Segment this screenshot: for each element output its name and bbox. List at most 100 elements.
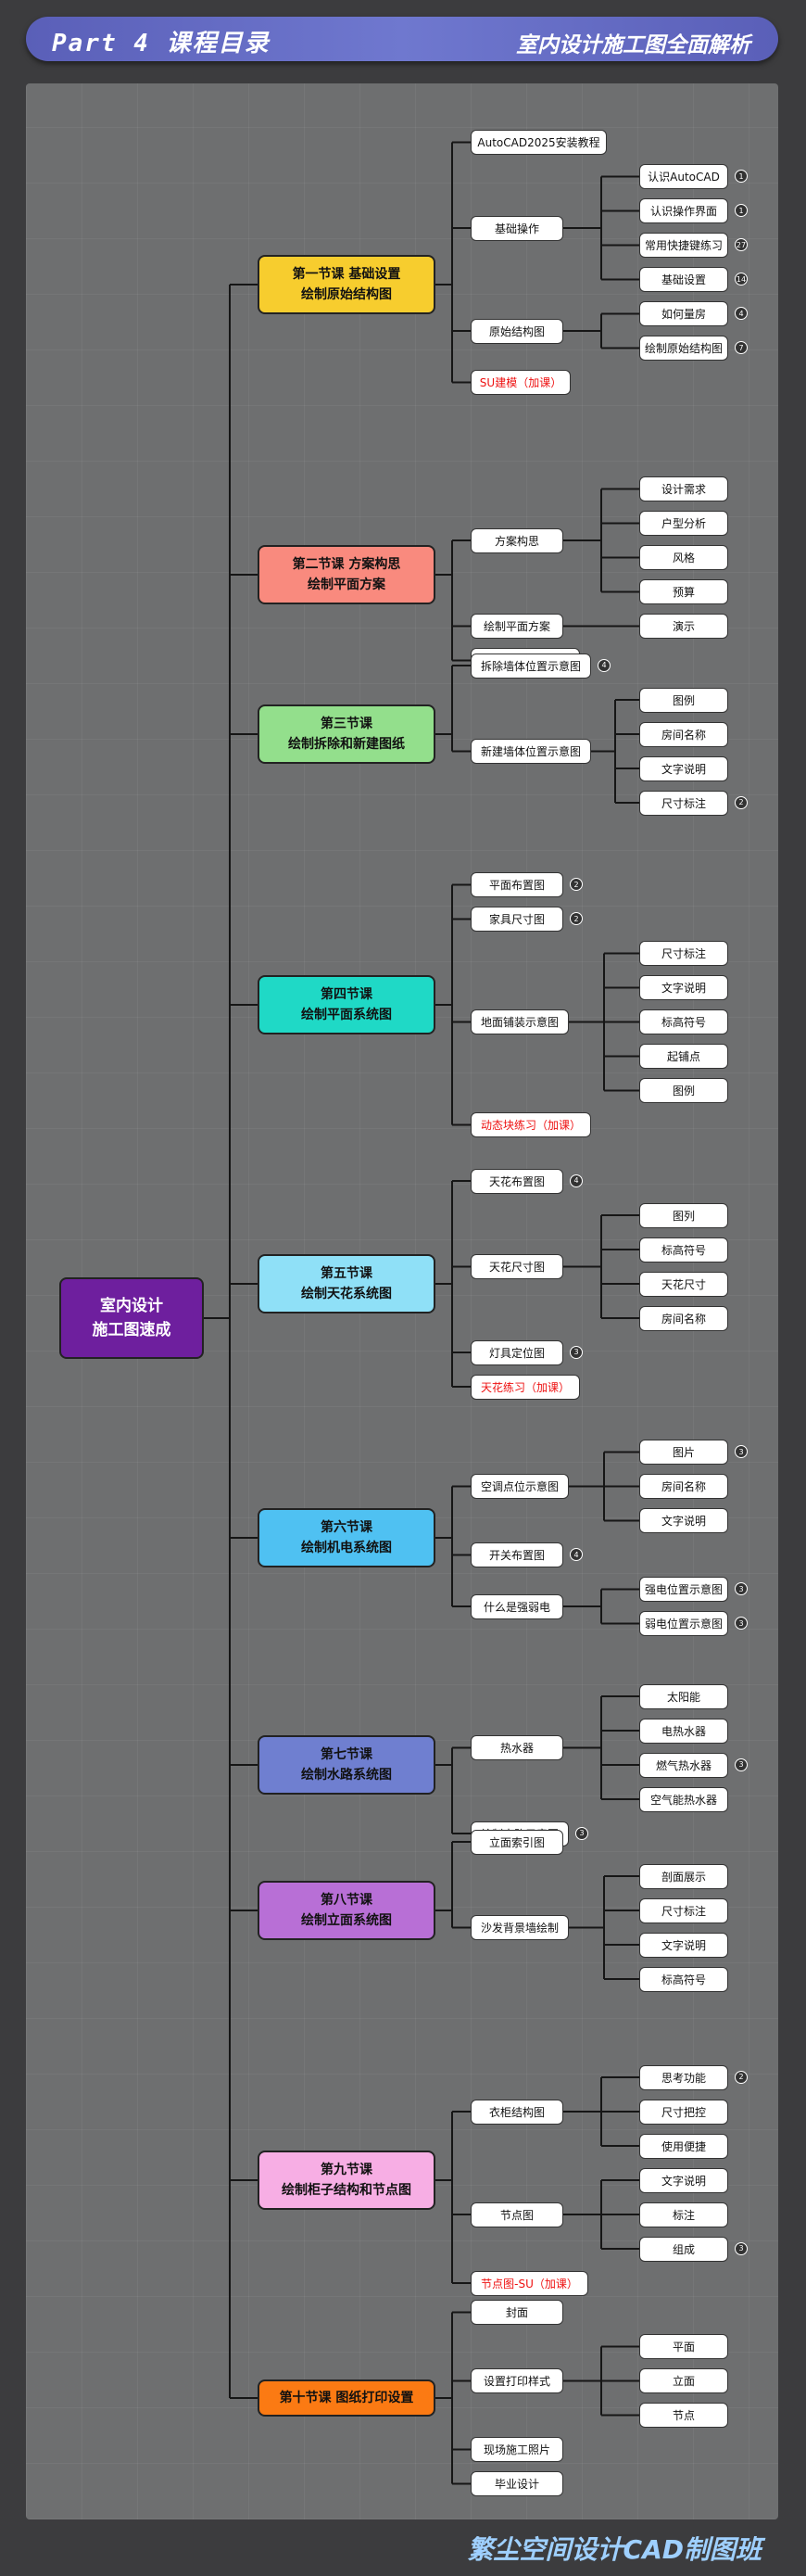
topic-item[interactable]: SU建模（加课）	[471, 370, 571, 395]
topic-item[interactable]: 什么是强弱电	[471, 1593, 563, 1619]
subtopic-item[interactable]: 标高符号	[639, 1009, 728, 1034]
topic-item[interactable]: 灯具定位图	[471, 1339, 563, 1365]
section-node-2[interactable]: 第二节课 方案构思 绘制平面方案	[258, 545, 435, 604]
subtopic-item[interactable]: 平面	[639, 2334, 728, 2359]
topic-item[interactable]: 地面铺装示意图	[471, 1009, 569, 1034]
subtopic-item[interactable]: 文字说明	[639, 1932, 728, 1958]
section-node-7[interactable]: 第七节课 绘制水路系统图	[258, 1735, 435, 1795]
subtopic-item[interactable]: 房间名称	[639, 1474, 728, 1499]
subtopic-item[interactable]: 房间名称	[639, 1305, 728, 1331]
subtopic-item[interactable]: 图片	[639, 1440, 728, 1465]
topic-item[interactable]: 空调点位示意图	[471, 1474, 569, 1499]
topic-item[interactable]: 封面	[471, 2300, 563, 2325]
lesson-count-badge: 27	[735, 238, 748, 251]
section-node-1[interactable]: 第一节课 基础设置 绘制原始结构图	[258, 255, 435, 314]
lesson-count-badge: 3	[735, 2241, 748, 2255]
subtopic-item[interactable]: 绘制原始结构图	[639, 336, 728, 361]
lesson-count-badge: 1	[735, 170, 748, 183]
subtopic-item[interactable]: 起铺点	[639, 1044, 728, 1069]
section-node-5[interactable]: 第五节课 绘制天花系统图	[258, 1254, 435, 1313]
subtopic-item[interactable]: 文字说明	[639, 975, 728, 1000]
root-node[interactable]: 室内设计 施工图速成	[59, 1277, 204, 1359]
subtopic-item[interactable]: 弱电位置示意图	[639, 1611, 728, 1636]
lesson-count-badge: 4	[570, 1548, 583, 1561]
topic-item[interactable]: 天花练习（加课）	[471, 1374, 580, 1400]
topic-item[interactable]: 家具尺寸图	[471, 907, 563, 932]
topic-item[interactable]: 设置打印样式	[471, 2368, 563, 2393]
subtopic-item[interactable]: 节点	[639, 2403, 728, 2428]
subtopic-item[interactable]: 尺寸标注	[639, 790, 728, 816]
subtopic-item[interactable]: 风格	[639, 545, 728, 570]
part-title: Part 4 课程目录	[52, 30, 271, 57]
lesson-count-badge: 3	[570, 1345, 583, 1359]
topic-item[interactable]: 动态块练习（加课）	[471, 1112, 591, 1137]
lesson-count-badge: 4	[598, 658, 611, 672]
subtopic-item[interactable]: 房间名称	[639, 721, 728, 747]
topic-item[interactable]: 毕业设计	[471, 2471, 563, 2496]
section-node-3[interactable]: 第三节课 绘制拆除和新建图纸	[258, 704, 435, 764]
subtopic-item[interactable]: 尺寸标注	[639, 1897, 728, 1923]
topic-item[interactable]: 节点图-SU（加课）	[471, 2270, 588, 2296]
subtopic-item[interactable]: 天花尺寸	[639, 1271, 728, 1297]
topic-item[interactable]: 绘制平面方案	[471, 614, 563, 639]
subtopic-item[interactable]: 标注	[639, 2202, 728, 2227]
subtopic-item[interactable]: 使用便捷	[639, 2133, 728, 2159]
subtopic-item[interactable]: 认识操作界面	[639, 198, 728, 223]
topic-item[interactable]: 现场施工照片	[471, 2437, 563, 2462]
lesson-count-badge: 7	[735, 341, 748, 354]
subtopic-item[interactable]: 强电位置示意图	[639, 1577, 728, 1602]
subtopic-item[interactable]: 常用快捷键练习	[639, 233, 728, 258]
lesson-count-badge: 4	[735, 307, 748, 320]
subtopic-item[interactable]: 设计需求	[639, 476, 728, 501]
subtopic-item[interactable]: 户型分析	[639, 511, 728, 536]
subtopic-item[interactable]: 图例	[639, 687, 728, 713]
lesson-count-badge: 2	[570, 878, 583, 891]
subtopic-item[interactable]: 电热水器	[639, 1718, 728, 1744]
footer-brand: 繁尘空间设计CAD制图班	[467, 2534, 762, 2565]
topic-item[interactable]: 新建墙体位置示意图	[471, 739, 591, 764]
subtopic-item[interactable]: 立面	[639, 2368, 728, 2393]
subtopic-item[interactable]: 文字说明	[639, 1508, 728, 1533]
subtopic-item[interactable]: 文字说明	[639, 755, 728, 781]
topic-item[interactable]: 方案构思	[471, 527, 563, 553]
lesson-count-badge: 3	[735, 1758, 748, 1771]
subtopic-item[interactable]: 组成	[639, 2236, 728, 2262]
subtopic-item[interactable]: 标高符号	[639, 1237, 728, 1263]
topic-item[interactable]: AutoCAD2025安装教程	[471, 130, 607, 155]
subtopic-item[interactable]: 空气能热水器	[639, 1786, 728, 1812]
subtopic-item[interactable]: 基础设置	[639, 267, 728, 292]
subtopic-item[interactable]: 标高符号	[639, 1966, 728, 1992]
subtopic-item[interactable]: 文字说明	[639, 2167, 728, 2193]
subtopic-item[interactable]: 演示	[639, 614, 728, 639]
topic-item[interactable]: 平面布置图	[471, 872, 563, 897]
subtopic-item[interactable]: 太阳能	[639, 1683, 728, 1709]
topic-item[interactable]: 开关布置图	[471, 1542, 563, 1567]
subtopic-item[interactable]: 预算	[639, 579, 728, 604]
topic-item[interactable]: 热水器	[471, 1735, 563, 1760]
subtopic-item[interactable]: 燃气热水器	[639, 1752, 728, 1778]
topic-item[interactable]: 拆除墙体位置示意图	[471, 653, 591, 679]
subtopic-item[interactable]: 剖面展示	[639, 1863, 728, 1889]
subtopic-item[interactable]: 图例	[639, 1078, 728, 1103]
section-node-4[interactable]: 第四节课 绘制平面系统图	[258, 975, 435, 1034]
topic-item[interactable]: 沙发背景墙绘制	[471, 1915, 569, 1940]
topic-item[interactable]: 天花布置图	[471, 1168, 563, 1194]
topic-item[interactable]: 天花尺寸图	[471, 1254, 563, 1279]
subtopic-item[interactable]: 尺寸把控	[639, 2099, 728, 2125]
section-node-6[interactable]: 第六节课 绘制机电系统图	[258, 1508, 435, 1567]
subtopic-item[interactable]: 如何量房	[639, 301, 728, 326]
lesson-count-badge: 3	[735, 1617, 748, 1630]
topic-item[interactable]: 衣柜结构图	[471, 2099, 563, 2125]
section-node-8[interactable]: 第八节课 绘制立面系统图	[258, 1881, 435, 1940]
subtopic-item[interactable]: 思考功能	[639, 2064, 728, 2090]
topic-item[interactable]: 节点图	[471, 2202, 563, 2227]
subtopic-item[interactable]: 尺寸标注	[639, 941, 728, 966]
topic-item[interactable]: 立面索引图	[471, 1829, 563, 1855]
subtopic-item[interactable]: 认识AutoCAD	[639, 164, 728, 189]
section-node-10[interactable]: 第十节课 图纸打印设置	[258, 2379, 435, 2417]
subtopic-item[interactable]: 图列	[639, 1202, 728, 1228]
topic-item[interactable]: 原始结构图	[471, 318, 563, 344]
section-node-9[interactable]: 第九节课 绘制柜子结构和节点图	[258, 2151, 435, 2210]
topic-item[interactable]: 基础操作	[471, 215, 563, 241]
